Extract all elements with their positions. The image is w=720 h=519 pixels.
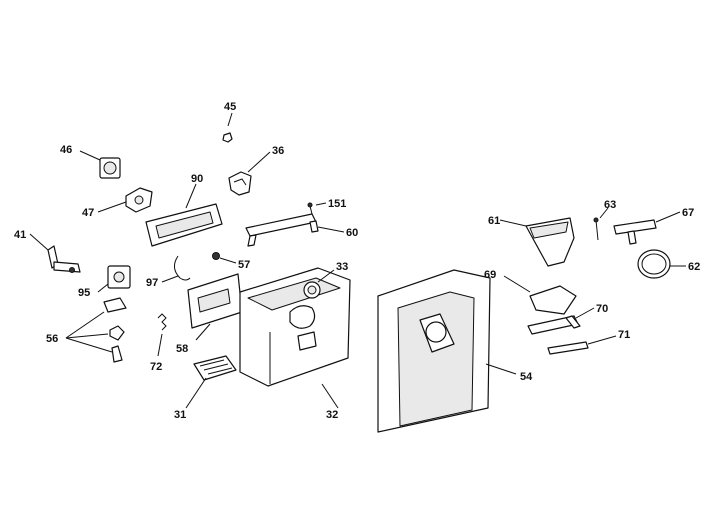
part-54-cover xyxy=(377,269,517,433)
label-58: 58 xyxy=(176,343,188,355)
part-97-hook xyxy=(161,255,191,283)
label-61: 61 xyxy=(488,215,500,227)
part-57-grommet xyxy=(212,252,237,264)
label-70: 70 xyxy=(596,303,608,315)
label-71: 71 xyxy=(618,329,630,341)
label-72: 72 xyxy=(150,361,162,373)
part-90-panel xyxy=(145,183,223,247)
part-151-screw xyxy=(307,202,327,215)
part-31-drip-tray xyxy=(185,355,237,409)
label-31: 31 xyxy=(174,409,186,421)
part-labels: 45 46 36 90 47 151 41 60 57 33 95 97 56 … xyxy=(14,101,700,421)
part-72-spring xyxy=(157,313,167,357)
label-57: 57 xyxy=(238,259,250,271)
part-36-bracket xyxy=(228,151,271,196)
label-54: 54 xyxy=(520,371,533,383)
part-45-clip xyxy=(222,112,233,143)
part-69-flap xyxy=(503,275,577,315)
label-90: 90 xyxy=(191,173,203,185)
label-56: 56 xyxy=(46,333,58,345)
part-47-bracket xyxy=(97,187,153,213)
part-46-knob xyxy=(79,150,121,179)
part-70-lever xyxy=(527,307,595,335)
label-60: 60 xyxy=(346,227,358,239)
part-95-switch xyxy=(97,265,131,293)
label-97: 97 xyxy=(146,277,158,289)
label-45: 45 xyxy=(224,101,236,113)
part-67-bracket xyxy=(613,211,681,245)
part-63-pin xyxy=(593,207,609,241)
part-60-rail xyxy=(245,213,345,247)
part-61-chute xyxy=(499,217,575,267)
label-32: 32 xyxy=(326,409,338,421)
label-33: 33 xyxy=(336,261,348,273)
label-95: 95 xyxy=(78,287,90,299)
label-47: 47 xyxy=(82,207,94,219)
part-62-ring xyxy=(637,249,686,279)
part-32-housing xyxy=(239,267,351,409)
part-71-rod xyxy=(547,335,617,355)
label-46: 46 xyxy=(60,144,72,156)
part-33-auger-motor xyxy=(303,269,335,299)
part-56-actuators xyxy=(65,297,127,363)
part-41-lever xyxy=(29,233,81,273)
label-62: 62 xyxy=(688,261,700,273)
part-58-frame xyxy=(187,273,243,341)
label-63: 63 xyxy=(604,199,616,211)
label-67: 67 xyxy=(682,207,694,219)
label-41: 41 xyxy=(14,229,26,241)
label-69: 69 xyxy=(484,269,496,281)
label-151: 151 xyxy=(328,198,346,210)
label-36: 36 xyxy=(272,145,284,157)
